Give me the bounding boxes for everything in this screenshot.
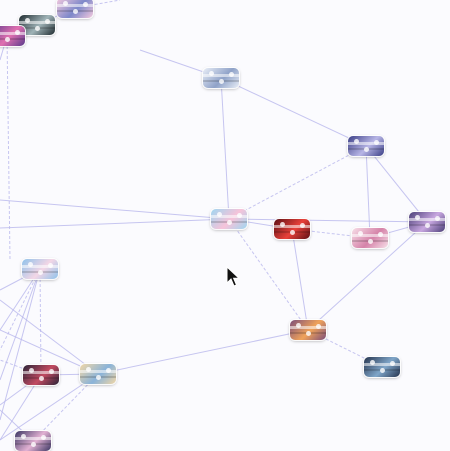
thumb-node-bottom-left-dark[interactable] (23, 365, 59, 385)
graph-edge (0, 268, 41, 351)
thumb-node-top-light[interactable] (203, 68, 239, 88)
thumb-node-purple-group[interactable] (348, 136, 384, 156)
thumb-node-concert-blue[interactable] (364, 357, 400, 377)
graph-edge (6, 35, 11, 261)
thumb-node-bottom-colorful[interactable] (80, 364, 116, 384)
thumb-node-center-anime[interactable] (211, 209, 247, 229)
thumb-node-top-pink[interactable] (57, 0, 93, 18)
thumb-node-bottom-corner[interactable] (15, 431, 51, 451)
graph-edge (0, 218, 230, 229)
graph-edge (0, 299, 99, 375)
graph-edge (307, 329, 383, 368)
graph-edge (0, 373, 99, 441)
thumb-node-red-stage[interactable] (274, 219, 310, 239)
thumb-node-top-left-purple[interactable] (0, 26, 25, 46)
graph-edge (32, 373, 99, 442)
mouse-cursor-icon (226, 266, 240, 287)
graph-edge (228, 145, 367, 220)
graph-edge (291, 228, 309, 331)
graph-edge (0, 268, 41, 331)
thumb-node-top-dark-stage[interactable] (19, 15, 55, 35)
graph-edge (0, 268, 41, 381)
graph-edge (220, 77, 230, 220)
graph-edge (97, 329, 309, 375)
graph-edge (365, 145, 371, 239)
graph-edge (0, 374, 42, 441)
thumb-node-left-idols[interactable] (22, 259, 58, 279)
graph-edge (307, 221, 428, 331)
graph-edge (228, 218, 428, 223)
graph-edge (0, 199, 230, 220)
graph-edge (365, 145, 428, 223)
graph-edge (0, 268, 41, 421)
thumb-node-right-group[interactable] (409, 212, 445, 232)
graph-edge (220, 77, 367, 147)
thumb-node-pink-frame[interactable] (352, 228, 388, 248)
graph-edge (39, 268, 42, 376)
graph-edge (228, 218, 309, 331)
thumb-node-orange-scene[interactable] (290, 320, 326, 340)
